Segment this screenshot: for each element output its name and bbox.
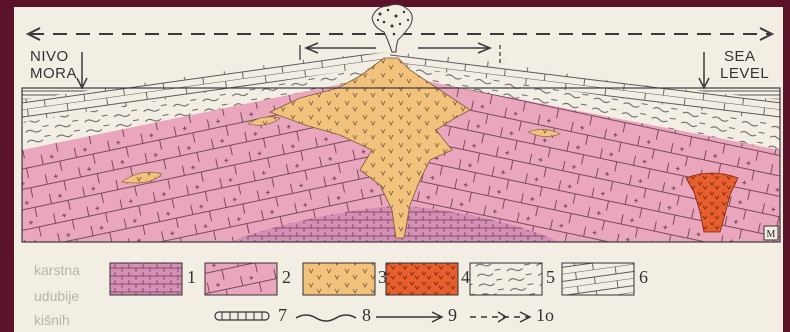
legend-number-8: 8 bbox=[362, 305, 371, 326]
right-down-arrow bbox=[699, 52, 709, 88]
legend-number-6: 6 bbox=[639, 267, 648, 288]
legend-swatch-2 bbox=[205, 263, 277, 295]
legend-number-4: 4 bbox=[461, 267, 470, 288]
legend-number-2: 2 bbox=[282, 267, 291, 288]
author-mark-text: M bbox=[767, 229, 776, 240]
background-text-1: karstna bbox=[34, 262, 80, 278]
legend-number-1: 1 bbox=[187, 267, 196, 288]
left-label-line1: NIVO bbox=[30, 49, 69, 65]
background-text-3: kišnih bbox=[34, 312, 70, 328]
left-label-line2: MORA bbox=[30, 66, 77, 82]
legend-symbol-10 bbox=[470, 312, 530, 322]
legend-number-10: 1o bbox=[536, 305, 554, 326]
right-label-line2: LEVEL bbox=[720, 66, 769, 82]
background-text-2: udubije bbox=[34, 288, 79, 304]
legend-symbol-9 bbox=[376, 312, 442, 322]
right-label-line1: SEA bbox=[724, 49, 756, 65]
eruption-plume bbox=[372, 4, 412, 52]
legend-number-5: 5 bbox=[546, 267, 555, 288]
legend-number-9: 9 bbox=[448, 305, 457, 326]
legend-swatch-6 bbox=[562, 263, 634, 295]
legend-swatch-4 bbox=[386, 263, 458, 295]
legend-symbol-8 bbox=[296, 315, 356, 321]
legend-number-7: 7 bbox=[278, 305, 287, 326]
legend-symbol-7 bbox=[215, 312, 269, 320]
legend-swatch-5 bbox=[470, 263, 542, 295]
left-down-arrow bbox=[77, 52, 87, 88]
legend-swatch-3 bbox=[303, 263, 375, 295]
legend-swatch-1 bbox=[110, 263, 182, 295]
author-mark: M bbox=[764, 226, 778, 240]
legend-number-3: 3 bbox=[378, 267, 387, 288]
